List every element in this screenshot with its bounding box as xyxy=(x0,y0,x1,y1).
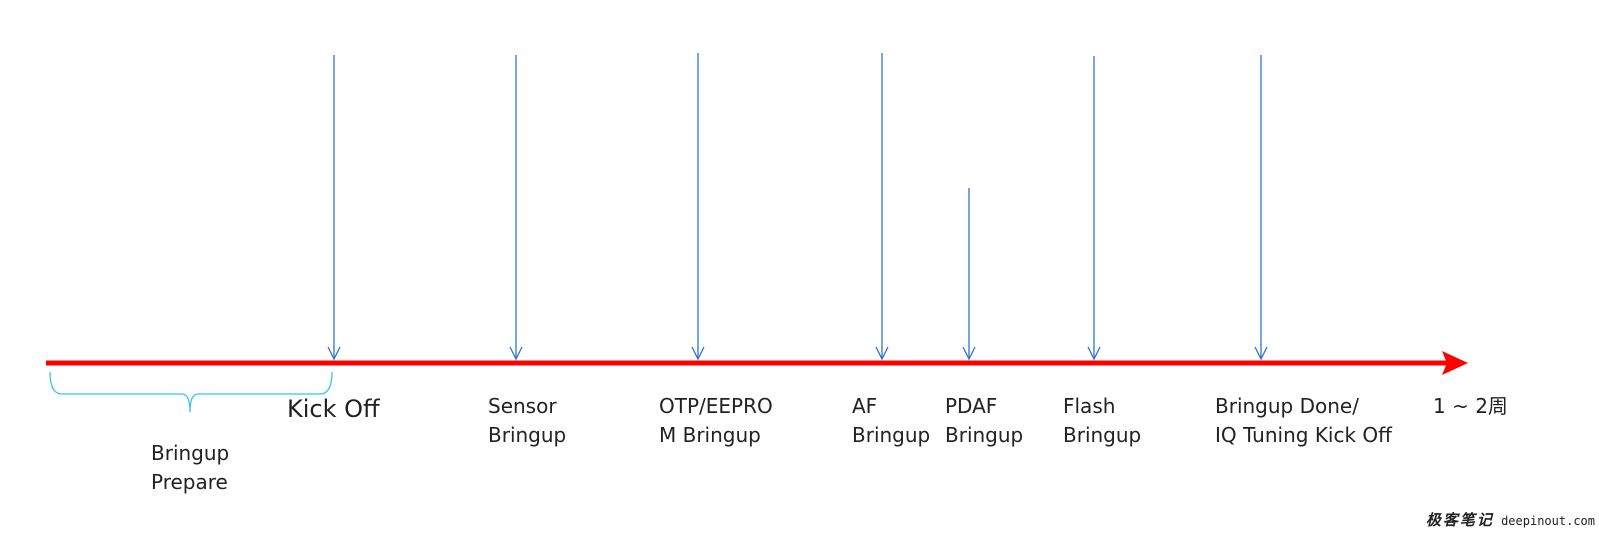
milestone-arrowhead-af xyxy=(875,346,889,361)
milestone-label-kick-off: Kick Off xyxy=(287,395,380,423)
milestone-label-bringup-done: Bringup Done/ IQ Tuning Kick Off xyxy=(1215,394,1392,447)
milestone-label-af: AF Bringup xyxy=(852,394,931,447)
watermark: 极客笔记 deepinout.com xyxy=(1426,509,1595,530)
watermark-domain: deepinout.com xyxy=(1501,514,1595,528)
milestone-label-flash: Flash Bringup xyxy=(1063,394,1142,447)
milestone-arrowhead-bringup-done xyxy=(1254,346,1268,361)
milestone-arrowhead-sensor xyxy=(509,346,523,361)
milestone-arrowhead-otp-eeprom xyxy=(691,346,705,361)
milestone-arrowhead-pdaf xyxy=(962,346,976,361)
milestone-arrowhead-flash xyxy=(1087,346,1101,361)
milestone-label-sensor: Sensor Bringup xyxy=(488,394,567,447)
timeline-arrowhead xyxy=(1442,351,1468,375)
prepare-label: Bringup Prepare xyxy=(151,441,230,494)
timeline-end-label: 1 ~ 2周 xyxy=(1433,394,1508,418)
prepare-brace xyxy=(49,371,333,413)
watermark-cn: 极客笔记 xyxy=(1425,511,1494,529)
milestone-label-pdaf: PDAF Bringup xyxy=(945,394,1024,447)
milestone-label-otp-eeprom: OTP/EEPRO M Bringup xyxy=(659,394,773,447)
milestone-arrowhead-kick-off xyxy=(327,346,341,361)
